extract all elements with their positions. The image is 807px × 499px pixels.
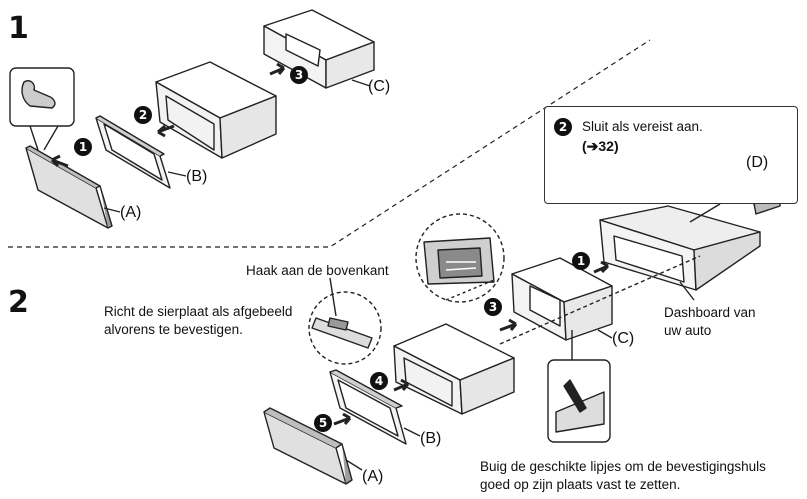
section-2-number: 2 bbox=[8, 285, 29, 320]
step-badge-2: 2 bbox=[134, 106, 152, 124]
step-badge-3-sec2: 3 bbox=[484, 298, 502, 316]
faceplate-a-2 bbox=[263, 407, 353, 485]
car-dashboard bbox=[599, 205, 761, 291]
section-divider bbox=[8, 39, 651, 248]
part-label-a-1: (A) bbox=[120, 204, 142, 221]
bend-note-line-2: goed op zijn plaats vast te zetten. bbox=[480, 477, 681, 492]
dashboard-label-line-1: Dashboard van bbox=[664, 305, 756, 320]
arrow-4-sec2 bbox=[393, 378, 410, 392]
mounting-sleeve-c-1 bbox=[263, 9, 375, 89]
head-unit-2 bbox=[393, 323, 515, 415]
arrow-5-sec2 bbox=[333, 412, 352, 426]
finger-detail-bubble bbox=[9, 67, 75, 151]
callout-step-badge: 2 bbox=[554, 118, 572, 136]
part-label-d: (D) bbox=[746, 154, 769, 171]
bend-note-line-1: Buig de geschikte lipjes om de bevestigi… bbox=[480, 459, 766, 474]
dashboard-label-line-2: uw auto bbox=[664, 323, 712, 338]
section-1-number: 1 bbox=[8, 11, 29, 46]
hook-note: Haak aan de bovenkant bbox=[246, 263, 389, 278]
part-label-c-2: (C) bbox=[612, 330, 635, 347]
part-label-a-2: (A) bbox=[362, 468, 384, 485]
trim-plate-b-1 bbox=[95, 115, 171, 189]
head-unit-1 bbox=[155, 61, 277, 159]
trim-note-line-1: Richt de sierplaat als afgebeeld bbox=[104, 304, 293, 319]
mounting-sleeve-c-2 bbox=[511, 257, 613, 341]
part-label-b-2: (B) bbox=[420, 430, 442, 447]
part-label-c-1: (C) bbox=[368, 78, 391, 95]
callout-text: Sluit als vereist aan. bbox=[582, 119, 703, 134]
sleeve-inside-detail-circle bbox=[415, 213, 505, 303]
faceplate-a-1 bbox=[25, 145, 113, 229]
connection-callout bbox=[544, 106, 798, 204]
step-badge-1-sec2: 1 bbox=[572, 252, 590, 270]
hook-detail-circle bbox=[308, 277, 382, 365]
step-badge-3: 3 bbox=[290, 66, 308, 84]
step-badge-5: 5 bbox=[314, 414, 332, 432]
step-badge-4: 4 bbox=[370, 372, 388, 390]
callout-page-ref: (➔32) bbox=[582, 138, 619, 154]
tab-bend-detail bbox=[547, 330, 611, 443]
arrow-3-sec1 bbox=[269, 62, 286, 76]
arrow-1-sec1 bbox=[50, 154, 69, 168]
arrow-1-sec2 bbox=[593, 260, 610, 274]
trim-note-line-2: alvorens te bevestigen. bbox=[104, 322, 243, 337]
part-label-b-1: (B) bbox=[186, 168, 208, 185]
arrow-3-sec2 bbox=[499, 318, 518, 332]
arrow-2-sec1 bbox=[157, 124, 175, 138]
trim-plate-b-2 bbox=[329, 369, 407, 445]
step-badge-1: 1 bbox=[74, 138, 92, 156]
